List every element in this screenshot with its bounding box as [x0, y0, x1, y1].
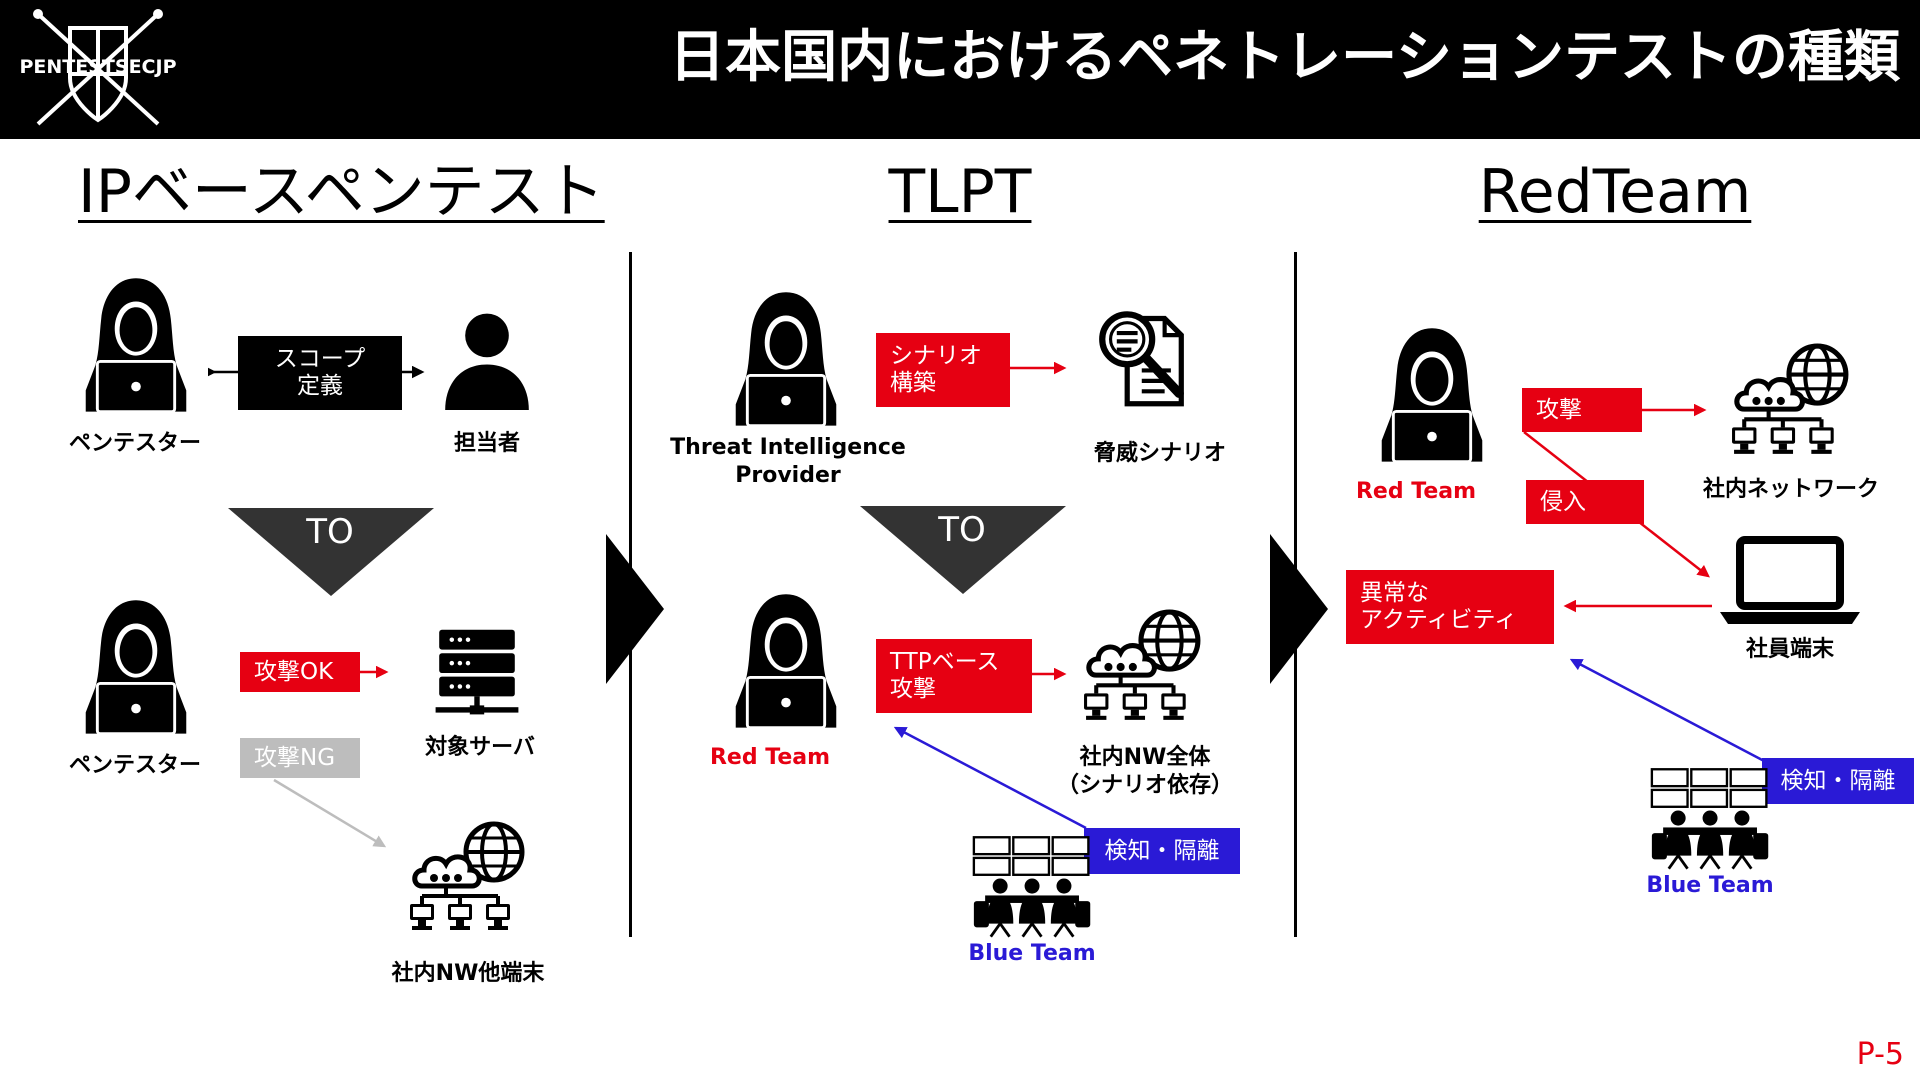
network-icon: [1082, 606, 1204, 728]
internal-network-label: 社内ネットワーク: [1702, 477, 1879, 502]
hacker-icon: [1374, 326, 1490, 462]
ttp-attack-box: TTPベース 攻撃: [876, 639, 1032, 713]
to-label-ip: TO: [306, 512, 354, 552]
threat-scenario-label: 脅威シナリオ: [1093, 441, 1226, 466]
to-label-tlpt: TO: [938, 510, 986, 550]
internal-network-label: 社内NW全体 （シナリオ依存）: [1056, 745, 1233, 798]
hacker-icon: [728, 592, 844, 728]
red-team-label: Red Team: [1355, 479, 1477, 504]
intrude-box: 侵入: [1526, 480, 1644, 524]
header-bar: [0, 0, 1920, 139]
attack-arrow: [1642, 403, 1707, 417]
detect-arrow: [1569, 658, 1767, 764]
attack-ng-box: 攻撃NG: [240, 738, 360, 778]
employee-terminal-label: 社員端末: [1745, 637, 1834, 662]
blue-team-label: Blue Team: [1646, 873, 1774, 898]
network-icon: [1730, 340, 1852, 462]
page-number: P-5: [1856, 1037, 1904, 1072]
scope-definition-box: スコープ 定義: [238, 336, 402, 410]
threat-provider-label: Threat Intelligence Provider: [670, 435, 906, 488]
other-terminal-label: 社内NW他端末: [391, 961, 545, 986]
section-title-redteam: RedTeam: [1478, 157, 1752, 227]
section-title-ip: IPベースペンテスト: [78, 157, 605, 227]
pentester-label-2: ペンテスター: [68, 753, 201, 778]
to-triangle-icon: [228, 508, 434, 596]
soc-operators-icon: [972, 834, 1094, 940]
attack-ng-arrow: [273, 778, 387, 848]
ttp-arrow: [1032, 667, 1067, 681]
section-arrow-2-icon: [1270, 534, 1328, 684]
attack-ok-arrow: [360, 665, 389, 679]
hacker-icon: [78, 598, 194, 734]
soc-operators-icon: [1650, 766, 1772, 872]
scenario-arrow: [1010, 361, 1067, 375]
target-server-label: 対象サーバ: [425, 735, 535, 760]
attack-ok-box: 攻撃OK: [240, 652, 360, 692]
detect-isolate-box: 検知・隔離: [1762, 758, 1914, 804]
attack-box: 攻撃: [1522, 388, 1642, 432]
red-team-label: Red Team: [709, 745, 831, 770]
detect-arrow: [893, 726, 1087, 830]
page-title: 日本国内におけるペネトレーションテストの種類: [669, 25, 1900, 90]
section-arrow-1-icon: [606, 534, 664, 684]
hacker-icon: [728, 290, 844, 426]
section-title-tlpt: TLPT: [888, 157, 1032, 227]
laptop-icon: [1720, 536, 1860, 626]
hacker-icon: [78, 276, 194, 412]
anomaly-activity-box: 異常な アクティビティ: [1346, 570, 1554, 644]
blue-team-label: Blue Team: [968, 941, 1096, 966]
logo-text: PENTESTSECJP: [19, 56, 177, 78]
to-triangle-icon: [860, 506, 1066, 594]
network-icon: [408, 818, 528, 938]
anomaly-arrow: [1563, 599, 1712, 613]
server-icon: [432, 626, 522, 720]
person-icon: [440, 310, 534, 410]
logo-emblem-icon: [33, 9, 163, 126]
pentester-label: ペンテスター: [68, 431, 201, 456]
document-search-icon: [1096, 306, 1200, 410]
owner-label: 担当者: [453, 431, 520, 456]
scenario-build-box: シナリオ 構築: [876, 333, 1010, 407]
detect-isolate-box: 検知・隔離: [1084, 828, 1240, 874]
